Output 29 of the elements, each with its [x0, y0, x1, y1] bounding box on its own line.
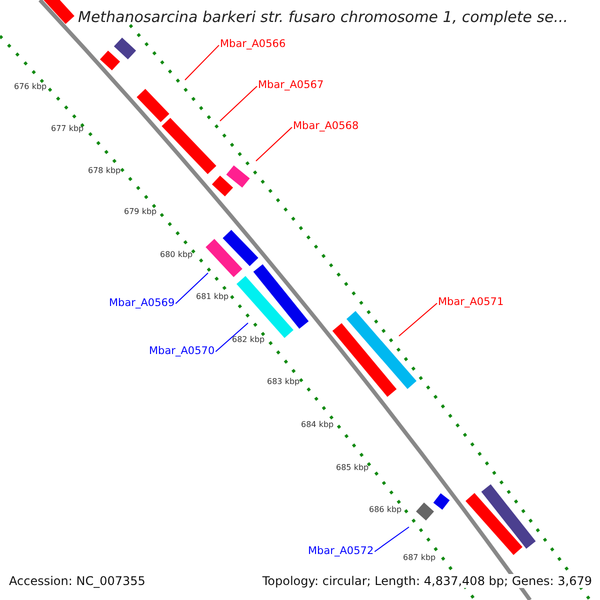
scale-label: 686 kbp: [369, 505, 402, 514]
gene-label: Mbar_A0572: [308, 545, 374, 557]
leader-line: [398, 302, 438, 336]
scale-label: 682 kbp: [232, 335, 265, 344]
scale-label: 683 kbp: [267, 377, 300, 386]
gene-label: Mbar_A0568: [293, 120, 359, 132]
scale-label: 685 kbp: [336, 463, 369, 472]
leader-line: [175, 272, 208, 304]
scale-label: 687 kbp: [403, 553, 436, 562]
leader-line: [184, 44, 220, 80]
map-title: Methanosarcina barkeri str. fusaro chromosome 1, complete se...: [78, 8, 568, 26]
leader-line: [374, 526, 410, 552]
summary-text: Topology: circular; Length: 4,837,408 bp; Genes: 3,679: [262, 574, 592, 588]
gene-label: Mbar_A0569: [109, 297, 175, 309]
gene-label: Mbar_A0567: [258, 79, 324, 91]
scale-label: 679 kbp: [124, 207, 157, 216]
leader-line: [215, 322, 248, 352]
gene-label: Mbar_A0571: [438, 296, 504, 308]
gene-label: Mbar_A0566: [220, 38, 286, 50]
scale-label: 676 kbp: [14, 82, 47, 91]
scale-label: 684 kbp: [301, 420, 334, 429]
scale-label: 677 kbp: [51, 124, 84, 133]
scale-label: 680 kbp: [160, 250, 193, 259]
scale-label: 681 kbp: [196, 292, 229, 301]
leader-line: [256, 126, 292, 162]
leader-line: [220, 86, 258, 122]
gene-label: Mbar_A0570: [149, 345, 215, 357]
scale-label: 678 kbp: [88, 166, 121, 175]
accession-text: Accession: NC_007355: [9, 574, 146, 588]
